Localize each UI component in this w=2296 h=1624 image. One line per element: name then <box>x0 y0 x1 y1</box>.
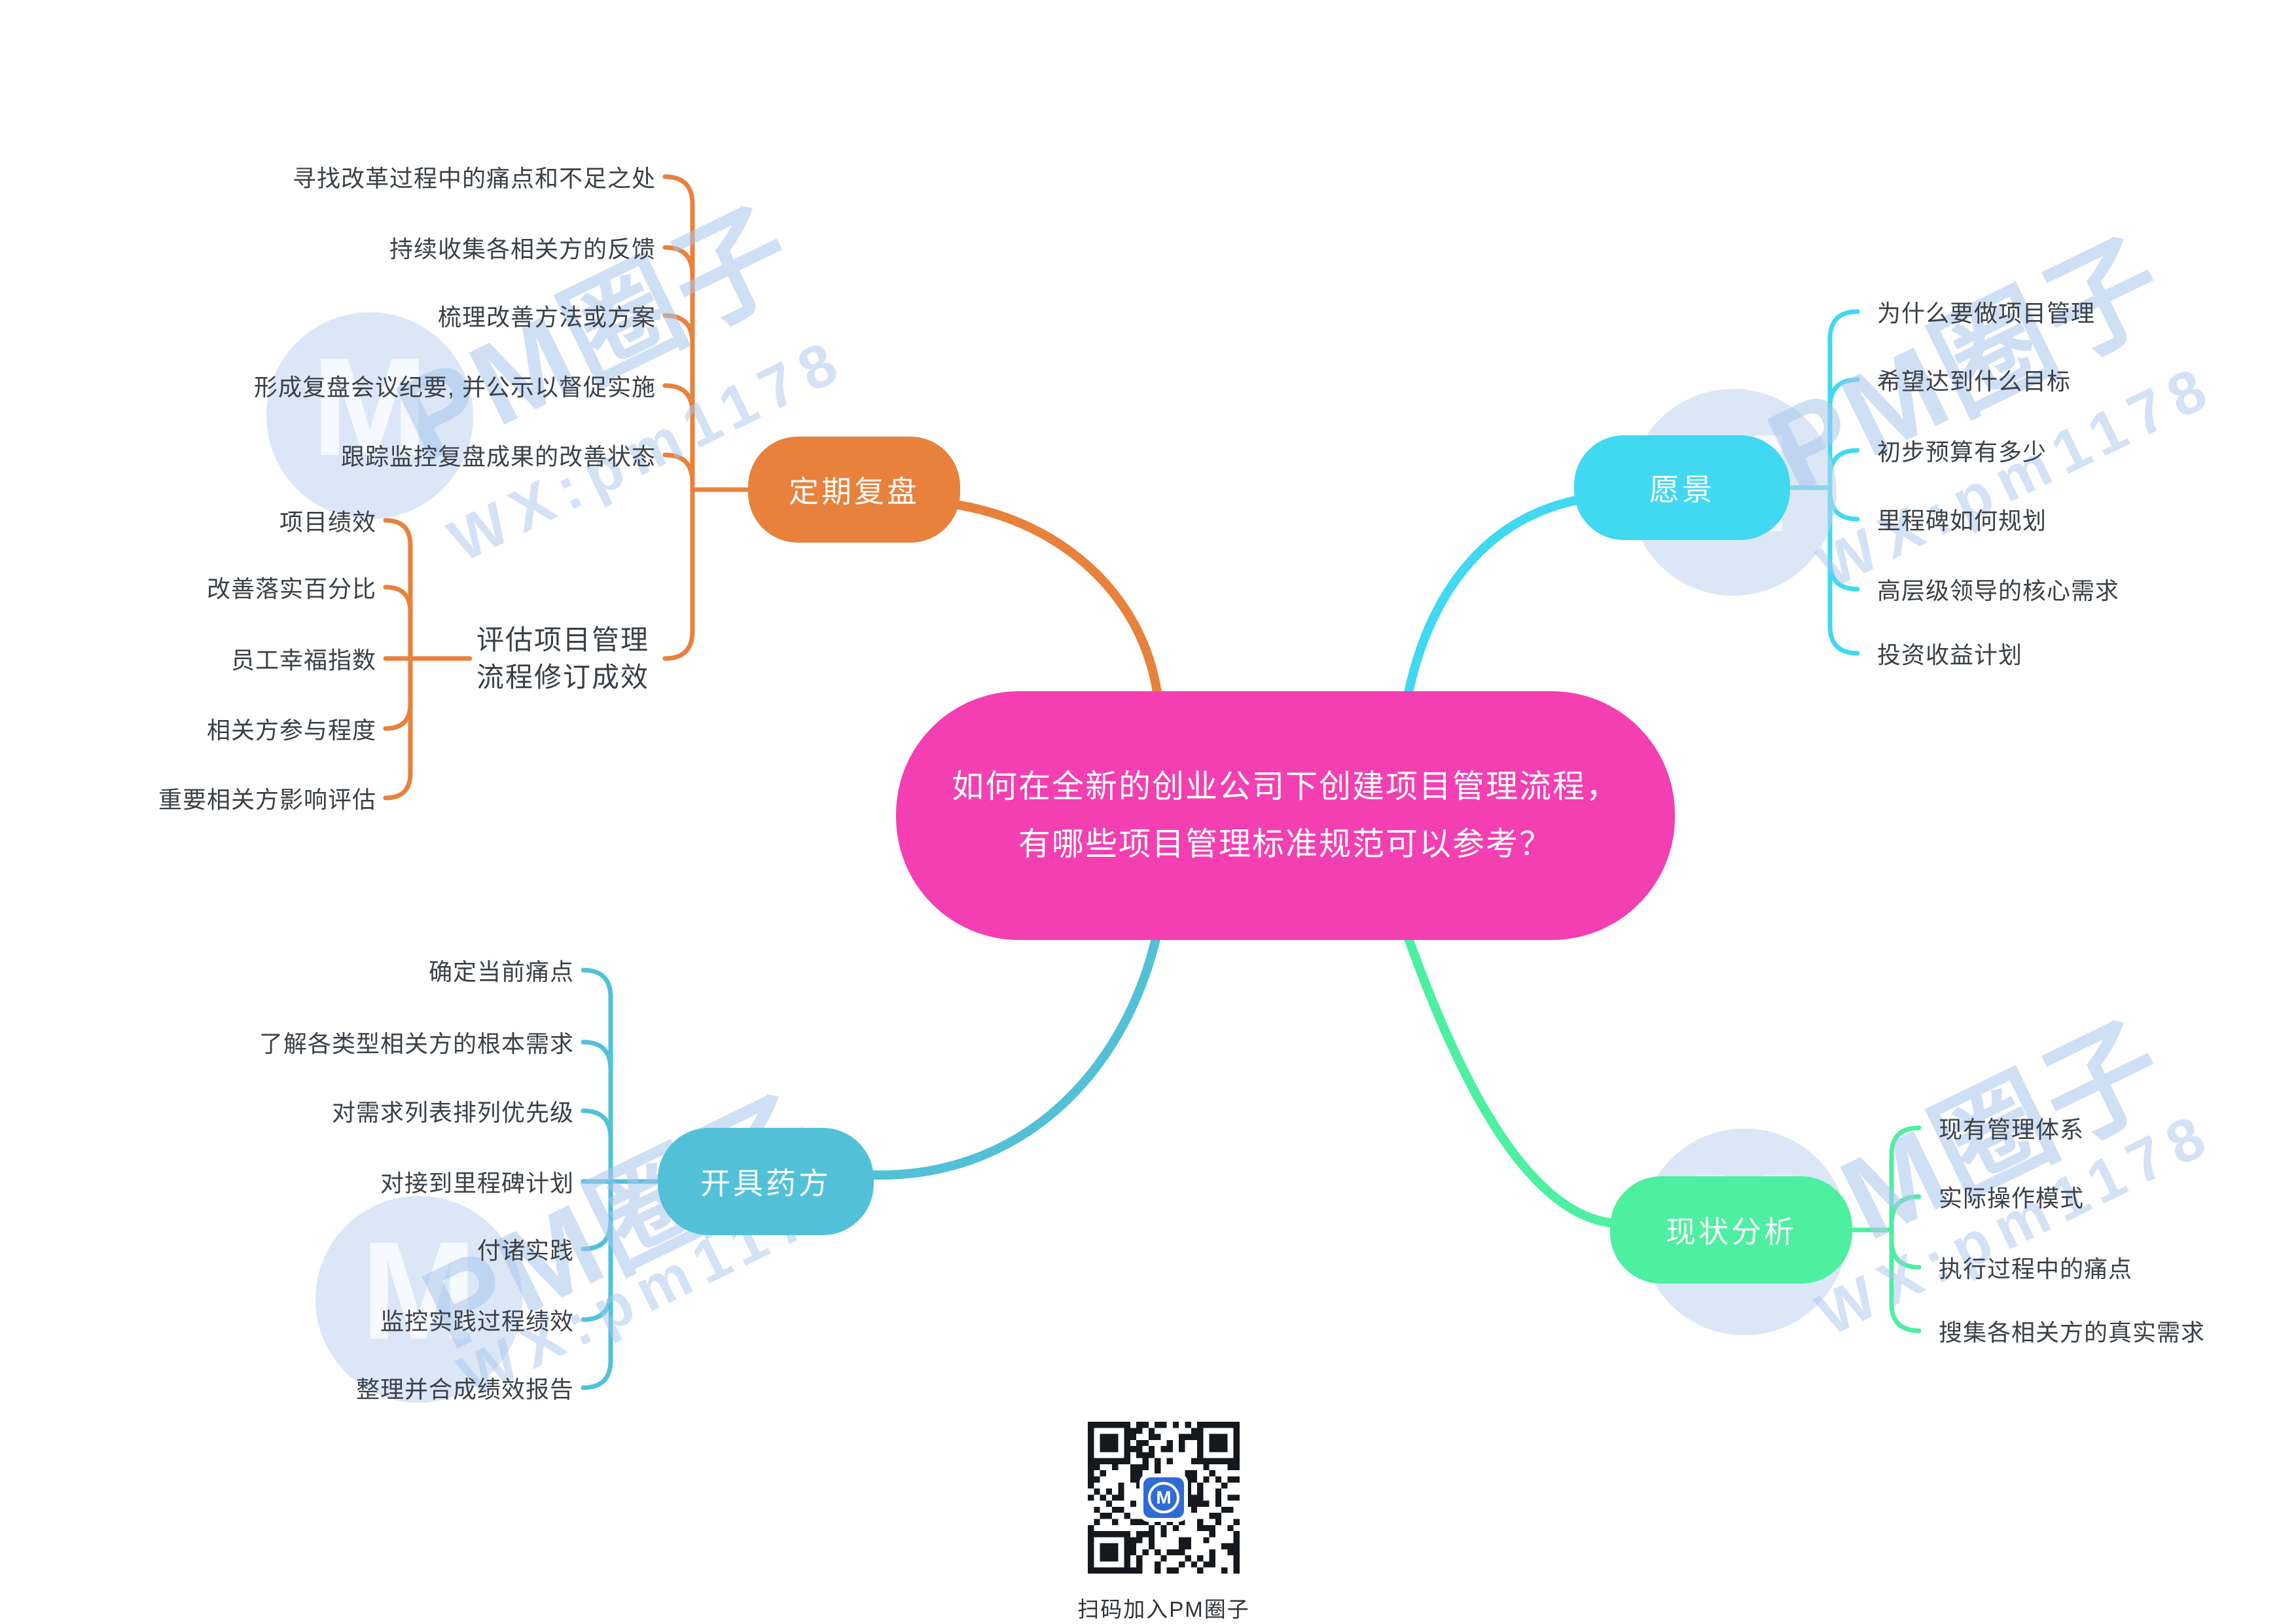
leaf-item[interactable]: 投资收益计划 <box>1877 641 2023 668</box>
leaf-item[interactable]: 搜集各相关方的真实需求 <box>1939 1319 2206 1346</box>
branch-label-vision: 愿景 <box>1649 473 1715 507</box>
central-topic-line2: 有哪些项目管理标准规范可以参考？ <box>1018 827 1552 862</box>
branch-node-vision[interactable]: 愿景 <box>1574 435 1790 540</box>
leaf-item[interactable]: 执行过程中的痛点 <box>1939 1255 2133 1282</box>
branch-node-prescription[interactable]: 开具药方 <box>658 1128 874 1235</box>
branch-node-periodic-review[interactable]: 定期复盘 <box>748 437 960 543</box>
leaf-item[interactable]: 现有管理体系 <box>1939 1116 2085 1143</box>
central-topic[interactable]: 如何在全新的创业公司下创建项目管理流程， 有哪些项目管理标准规范可以参考？ <box>896 691 1675 940</box>
leaf-item[interactable]: 高层级领导的核心需求 <box>1877 577 2120 604</box>
leaf-item[interactable]: 寻找改革过程中的痛点和不足之处 <box>292 165 656 192</box>
qr-logo-icon: M <box>1139 1473 1188 1522</box>
leaf-item[interactable]: 相关方参与程度 <box>206 717 376 744</box>
leaf-item[interactable]: 付诸实践 <box>476 1237 574 1264</box>
leaf-item[interactable]: 跟踪监控复盘成果的改善状态 <box>340 443 656 470</box>
leaf-item[interactable]: 确定当前痛点 <box>428 958 574 985</box>
leaf-item[interactable]: 监控实践过程绩效 <box>380 1308 574 1335</box>
leaf-item[interactable]: 对需求列表排列优先级 <box>331 1099 574 1126</box>
qr-code: M <box>1088 1422 1240 1574</box>
leaf-item[interactable]: 初步预算有多少 <box>1877 439 2047 465</box>
branch-label-prescription: 开具药方 <box>700 1166 831 1200</box>
leaf-item[interactable]: 梳理改善方法或方案 <box>437 304 656 331</box>
leaf-item[interactable]: 了解各类型相关方的根本需求 <box>259 1030 574 1057</box>
leaf-item[interactable]: 里程碑如何规划 <box>1877 507 2047 534</box>
leaf-item[interactable]: 形成复盘会议纪要, 并公示以督促实施 <box>253 374 656 401</box>
leaf-item[interactable]: 重要相关方影响评估 <box>158 786 376 813</box>
leaf-item[interactable]: 项目绩效 <box>279 509 376 535</box>
central-topic-line1: 如何在全新的创业公司下创建项目管理流程， <box>951 769 1619 804</box>
qr-caption: 扫码加入PM圈子 <box>1077 1597 1250 1621</box>
leaf-item[interactable]: 整理并合成绩效报告 <box>355 1376 574 1403</box>
subtopic-node[interactable]: 评估项目管理流程修订成效 <box>476 621 649 696</box>
leaf-item[interactable]: 对接到里程碑计划 <box>380 1170 574 1197</box>
branch-node-status-analysis[interactable]: 现状分析 <box>1610 1176 1852 1284</box>
branch-label-periodic-review: 定期复盘 <box>789 475 920 509</box>
leaf-item[interactable]: 员工幸福指数 <box>230 647 376 674</box>
leaf-item[interactable]: 希望达到什么目标 <box>1877 368 2072 395</box>
leaf-item[interactable]: 实际操作模式 <box>1939 1185 2085 1212</box>
subtopic-line: 流程修订成效 <box>476 662 650 693</box>
leaf-item[interactable]: 为什么要做项目管理 <box>1877 300 2096 327</box>
leaf-item[interactable]: 持续收集各相关方的反馈 <box>389 236 656 262</box>
leaf-item[interactable]: 改善落实百分比 <box>206 575 376 602</box>
branch-label-status-analysis: 现状分析 <box>1666 1215 1797 1249</box>
subtopic-line: 评估项目管理 <box>476 624 650 655</box>
